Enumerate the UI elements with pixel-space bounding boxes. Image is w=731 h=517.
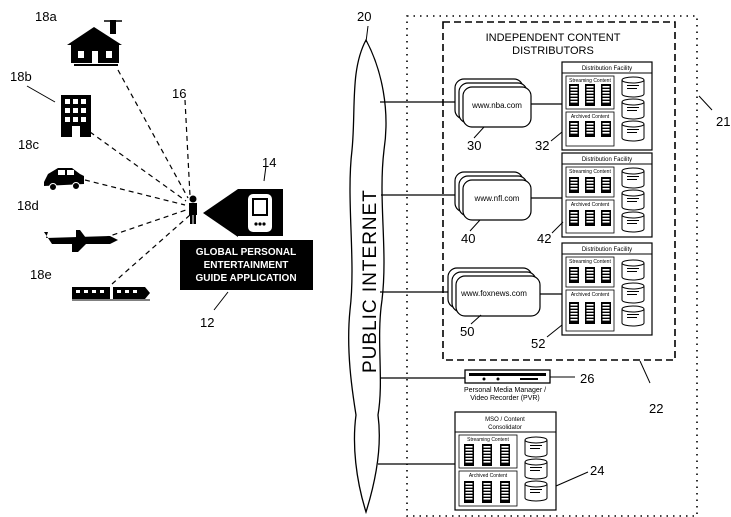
internet-ref-leader bbox=[366, 26, 368, 42]
ref-pvr: 26 bbox=[580, 371, 594, 386]
app-label-line-1: GLOBAL PERSONAL bbox=[196, 247, 296, 258]
site-card-foxnews: www.foxnews.com bbox=[448, 268, 540, 316]
ref-inner-box: 22 bbox=[649, 401, 663, 416]
app-label-line-2: ENTERTAINMENT bbox=[204, 260, 289, 271]
pvr-label-line-2: Video Recorder (PVR) bbox=[470, 395, 540, 402]
facility-2-streaming: Streaming Content bbox=[569, 169, 611, 175]
ref-house: 18a bbox=[35, 9, 57, 24]
building-ref-leader bbox=[27, 86, 55, 102]
facility-2-archived: Archived Content bbox=[571, 202, 610, 208]
ref-car: 18c bbox=[18, 137, 39, 152]
ref-nfl-site: 40 bbox=[461, 231, 475, 246]
mso-ref-leader bbox=[556, 472, 588, 486]
ref-device: 14 bbox=[262, 155, 276, 170]
distribution-facility-1: Distribution Facility Streaming Content … bbox=[562, 62, 652, 150]
inner-box-ref-leader bbox=[640, 361, 650, 383]
building-icon bbox=[61, 95, 91, 137]
site-label-foxnews: www.foxnews.com bbox=[460, 289, 527, 298]
ref-outer-box: 21 bbox=[716, 114, 730, 129]
ref-nba-facility: 32 bbox=[535, 138, 549, 153]
ref-train: 18e bbox=[30, 267, 52, 282]
ref-mso: 24 bbox=[590, 463, 604, 478]
distribution-facility-3: Distribution Facility Streaming Content … bbox=[562, 243, 652, 335]
nfl-ref-leader bbox=[470, 220, 480, 231]
mso-title-line-1: MSO / Content bbox=[485, 417, 525, 423]
train-icon bbox=[72, 287, 150, 300]
ref-internet: 20 bbox=[357, 9, 371, 24]
distributors-title-line-2: DISTRIBUTORS bbox=[512, 45, 594, 57]
ref-nba-site: 30 bbox=[467, 138, 481, 153]
nfl-facility-ref-leader bbox=[552, 222, 563, 233]
outer-box-ref-leader bbox=[699, 96, 712, 110]
pvr-label-line-1: Personal Media Manager / bbox=[464, 387, 546, 394]
site-card-nfl: www.nfl.com bbox=[455, 172, 531, 220]
distribution-facility-2: Distribution Facility Streaming Content … bbox=[562, 153, 652, 237]
mso-streaming: Streaming Content bbox=[467, 437, 509, 443]
distributors-title-line-1: INDEPENDENT CONTENT bbox=[486, 32, 621, 44]
site-label-nba: www.nba.com bbox=[471, 101, 522, 110]
fox-facility-ref-leader bbox=[547, 325, 562, 337]
ref-nfl-facility: 42 bbox=[537, 231, 551, 246]
internet-label: PUBLIC INTERNET bbox=[360, 189, 381, 373]
app-ref-leader bbox=[214, 292, 228, 310]
facility-3-archived: Archived Content bbox=[571, 292, 610, 298]
nba-facility-ref-leader bbox=[551, 132, 562, 141]
plane-icon bbox=[44, 230, 118, 252]
ref-fox-facility: 52 bbox=[531, 336, 545, 351]
facility-2-title: Distribution Facility bbox=[582, 157, 632, 163]
mso-consolidator: MSO / Content Consolidator Streaming Con… bbox=[455, 412, 556, 510]
house-icon bbox=[67, 20, 122, 65]
site-card-nba: www.nba.com bbox=[455, 79, 531, 127]
nba-ref-leader bbox=[474, 127, 484, 138]
mso-title-line-2: Consolidator bbox=[488, 425, 522, 431]
app-label-line-3: GUIDE APPLICATION bbox=[195, 273, 296, 284]
person-icon bbox=[189, 196, 197, 225]
car-icon bbox=[44, 168, 84, 191]
mso-archived: Archived Content bbox=[469, 473, 508, 479]
facility-1-streaming: Streaming Content bbox=[569, 78, 611, 84]
site-label-nfl: www.nfl.com bbox=[474, 194, 520, 203]
ref-app: 12 bbox=[200, 315, 214, 330]
wireless-links bbox=[85, 70, 190, 284]
pda-device-icon bbox=[203, 189, 283, 237]
ref-plane: 18d bbox=[17, 198, 39, 213]
ref-building: 18b bbox=[10, 69, 32, 84]
ref-foxnews-site: 50 bbox=[460, 324, 474, 339]
facility-3-title: Distribution Facility bbox=[582, 247, 632, 253]
ref-links: 16 bbox=[172, 86, 186, 101]
facility-1-title: Distribution Facility bbox=[582, 66, 632, 72]
pvr-device bbox=[465, 370, 550, 383]
facility-1-archived: Archived Content bbox=[571, 114, 610, 120]
facility-3-streaming: Streaming Content bbox=[569, 259, 611, 265]
